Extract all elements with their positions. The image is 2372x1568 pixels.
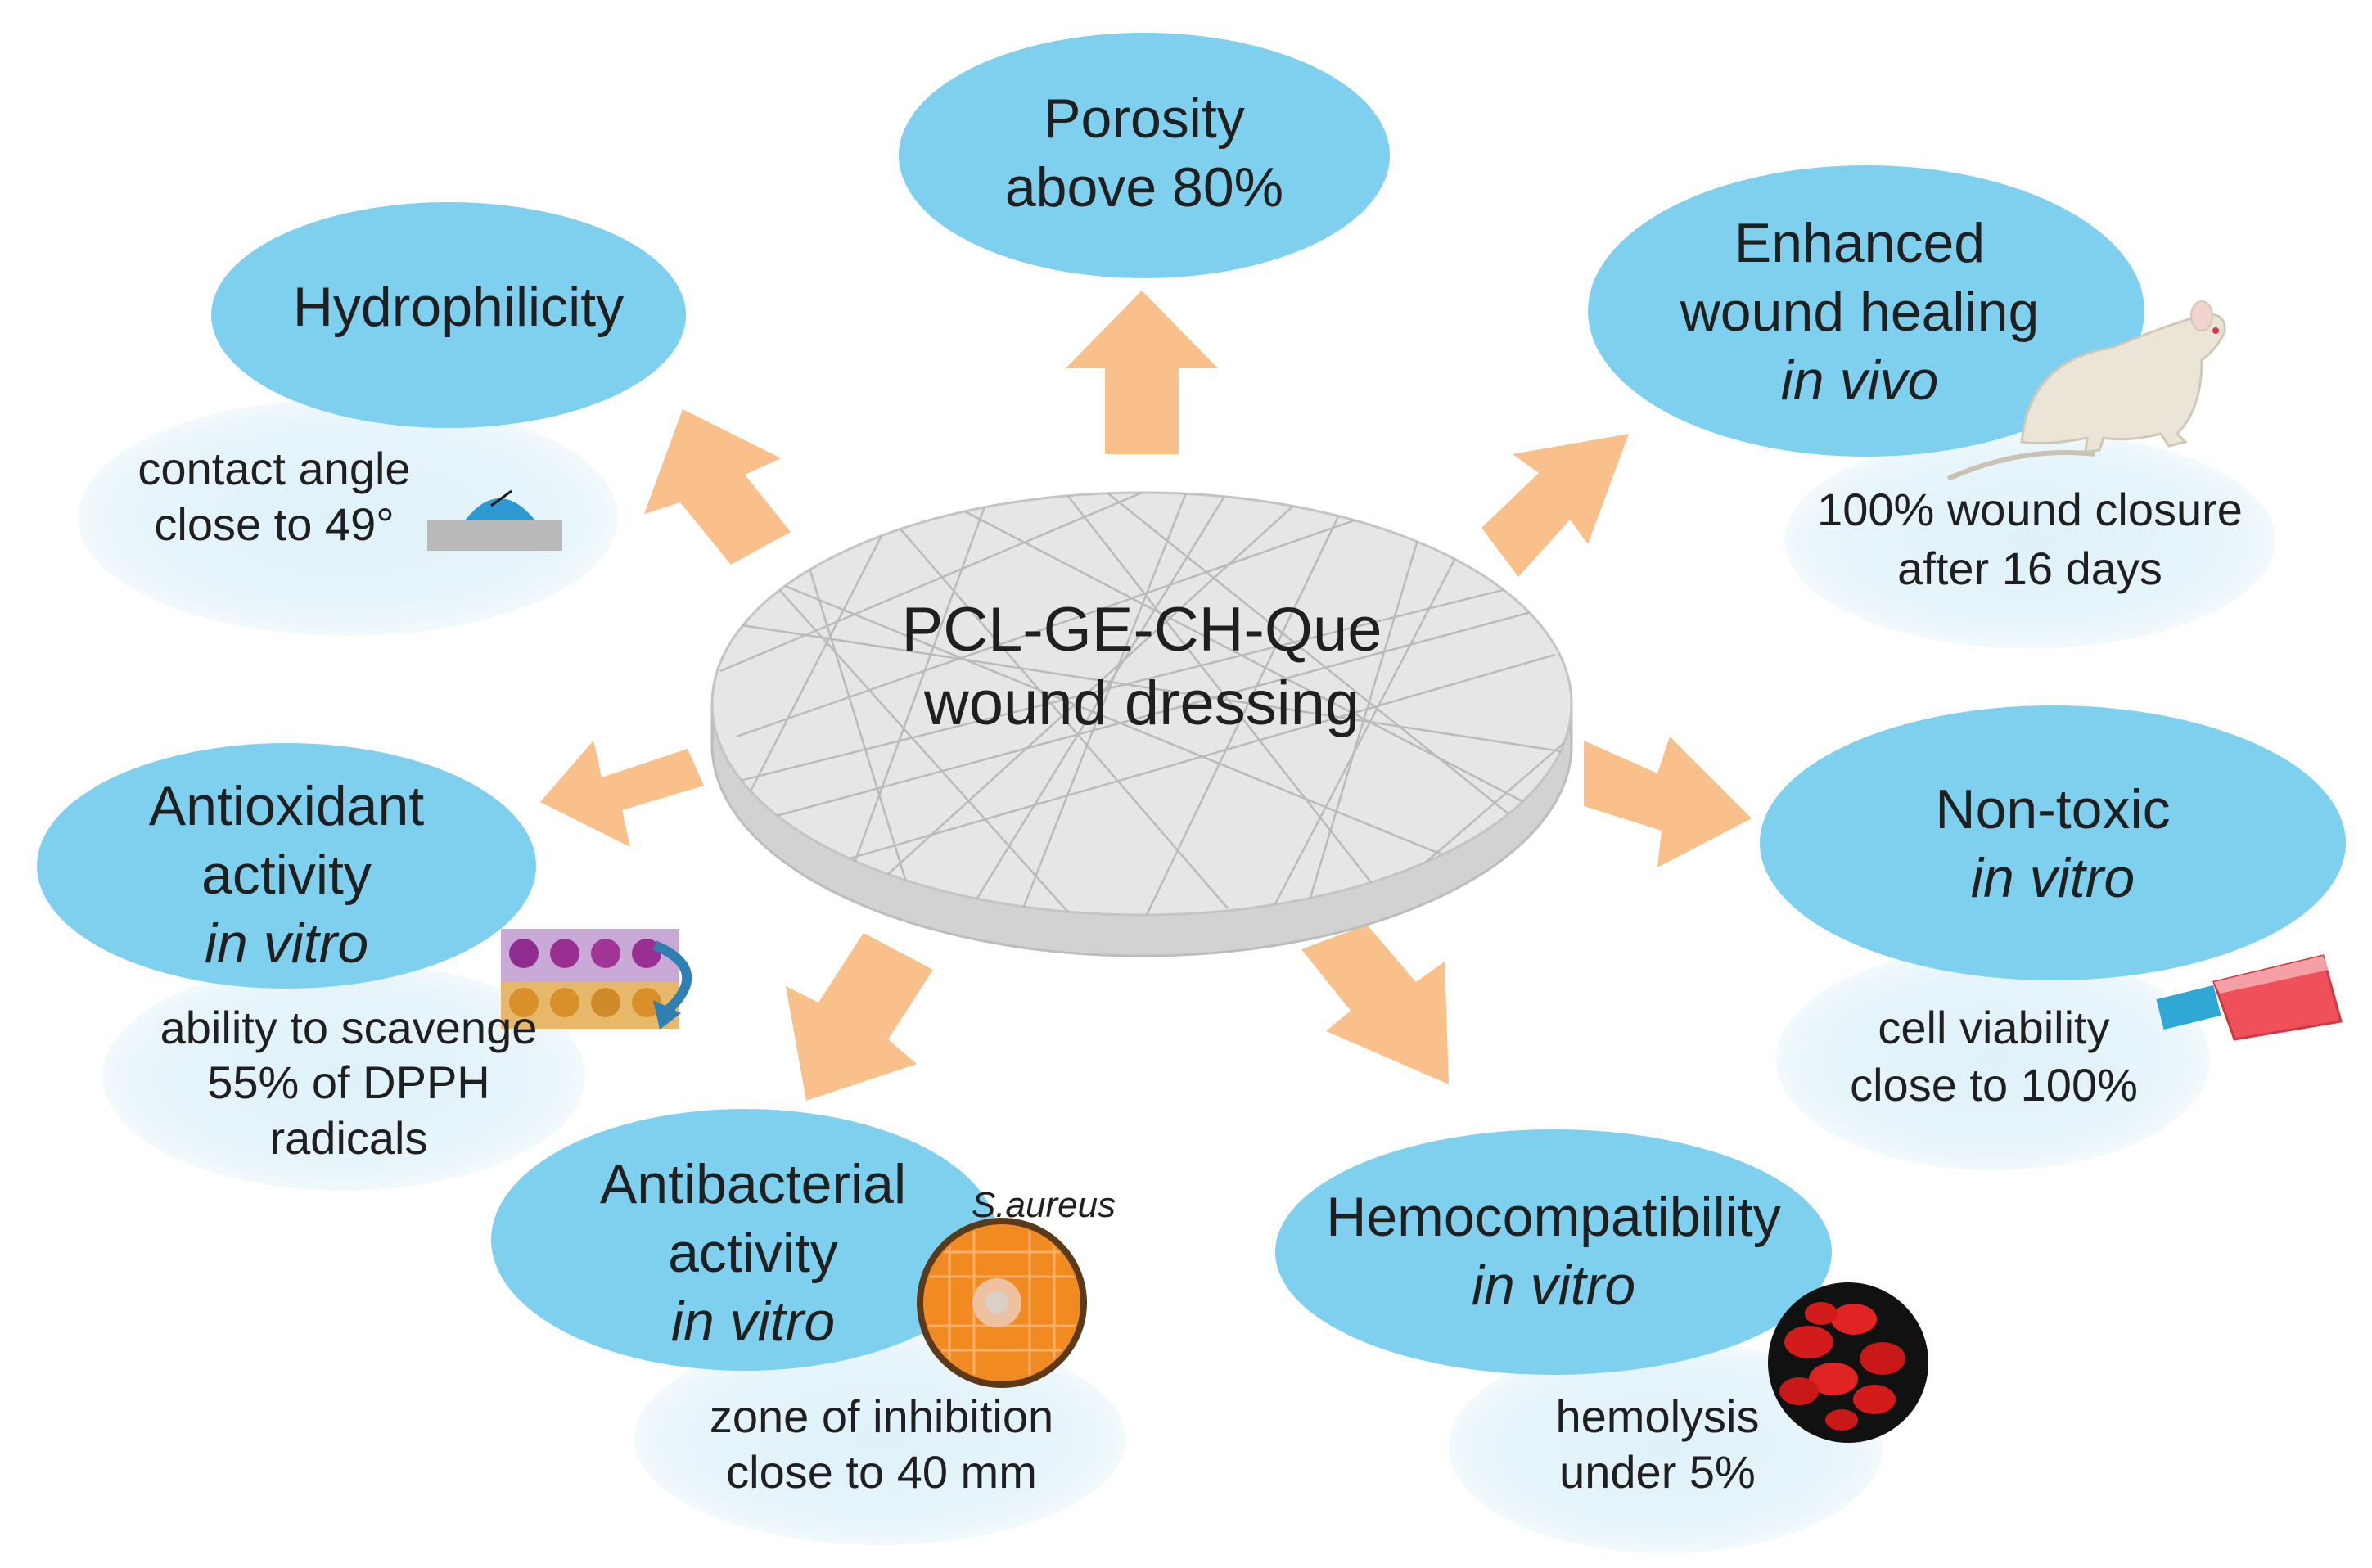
wound-healing-bubble xyxy=(1588,165,2144,457)
hemocompatibility-bubble xyxy=(1275,1129,1832,1375)
hemocompatibility-detail1: hemolysis xyxy=(1556,1390,1760,1442)
center-title-line1: PCL-GE-CH-Que xyxy=(902,595,1382,665)
water-droplet-icon xyxy=(427,489,562,551)
non-toxic-detail1: cell viability xyxy=(1878,1002,2109,1053)
porosity-node: Porosity above 80% xyxy=(899,33,1390,278)
arrow-down-left xyxy=(786,933,933,1101)
antioxidant-line3: in vitro xyxy=(205,912,368,975)
hydrophilicity-bubble xyxy=(211,202,686,428)
non-toxic-node: Non-toxic in vitro cell viability close … xyxy=(1760,705,2346,1170)
center-title-line2: wound dressing xyxy=(923,669,1360,738)
antioxidant-detail2: 55% of DPPH xyxy=(207,1057,490,1108)
hydrophilicity-node: Hydrophilicity contact angle close to 49… xyxy=(78,202,686,636)
antioxidant-line2: activity xyxy=(201,844,372,906)
wound-healing-detail2: after 16 days xyxy=(1897,543,2162,594)
hydrophilicity-detail-bubble xyxy=(78,399,618,636)
arrow-down-right xyxy=(1301,925,1449,1084)
wound-healing-line2: wound healing xyxy=(1680,281,2040,343)
antioxidant-detail-bubble xyxy=(102,962,585,1191)
well-plate-icon xyxy=(501,929,692,1030)
arrow-up-left xyxy=(644,409,791,565)
hydrophilicity-detail1: contact angle xyxy=(138,443,410,494)
hemocompatibility-node: Hemocompatibility in vitro hemolysis und… xyxy=(1275,1129,1928,1553)
antibacterial-line1: Antibacterial xyxy=(600,1153,906,1215)
non-toxic-line2: in vitro xyxy=(1971,847,2135,909)
antioxidant-detail1: ability to scavenge xyxy=(160,1002,538,1053)
wound-dressing-disc: PCL-GE-CH-Que wound dressing xyxy=(710,491,1573,957)
non-toxic-bubble xyxy=(1760,705,2346,980)
non-toxic-detail2: close to 100% xyxy=(1850,1059,2138,1111)
arrows xyxy=(540,291,1752,1101)
petri-dish-icon xyxy=(917,1218,1087,1388)
porosity-line1: Porosity xyxy=(1044,88,1245,150)
arrow-left xyxy=(540,741,704,847)
antibacterial-detail2: close to 40 mm xyxy=(726,1446,1037,1498)
hemocompatibility-line2: in vitro xyxy=(1472,1255,1635,1317)
wound-healing-line3: in vivo xyxy=(1781,349,1939,412)
non-toxic-detail-bubble xyxy=(1776,949,2210,1170)
wound-healing-line1: Enhanced xyxy=(1734,212,1985,274)
hydrophilicity-detail2: close to 49° xyxy=(154,498,394,550)
wound-healing-node: Enhanced wound healing in vivo 100% woun… xyxy=(1588,165,2275,648)
antioxidant-detail3: radicals xyxy=(270,1112,428,1164)
fiber-texture xyxy=(719,493,1572,915)
hemocompatibility-detail2: under 5% xyxy=(1559,1446,1756,1498)
culture-flask-icon xyxy=(2156,954,2343,1041)
arrow-right xyxy=(1584,737,1752,867)
non-toxic-line1: Non-toxic xyxy=(1935,778,2170,840)
antibacterial-line2: activity xyxy=(668,1222,838,1284)
hemocompatibility-detail-bubble xyxy=(1449,1340,1883,1553)
red-blood-cells-icon xyxy=(1768,1282,1928,1443)
arrow-up xyxy=(1066,291,1218,454)
porosity-line2: above 80% xyxy=(1005,156,1283,219)
porosity-bubble xyxy=(899,33,1390,278)
arrow-up-right xyxy=(1481,434,1629,577)
antioxidant-node: Antioxidant activity in vitro ability to… xyxy=(37,743,692,1191)
rat-icon xyxy=(1946,300,2226,481)
wound-healing-detail-bubble xyxy=(1784,432,2275,648)
antibacterial-node: Antibacterial activity in vitro S.aureus… xyxy=(491,1109,1125,1545)
hydrophilicity-title: Hydrophilicity xyxy=(293,276,624,338)
antioxidant-line1: Antioxidant xyxy=(149,775,425,837)
wound-healing-detail1: 100% wound closure xyxy=(1817,484,2243,535)
hemocompatibility-line1: Hemocompatibility xyxy=(1326,1186,1781,1248)
antioxidant-bubble xyxy=(37,743,536,989)
antibacterial-line3: in vitro xyxy=(671,1291,835,1353)
antibacterial-bubble xyxy=(491,1109,999,1371)
antibacterial-detail1: zone of inhibition xyxy=(710,1390,1053,1442)
